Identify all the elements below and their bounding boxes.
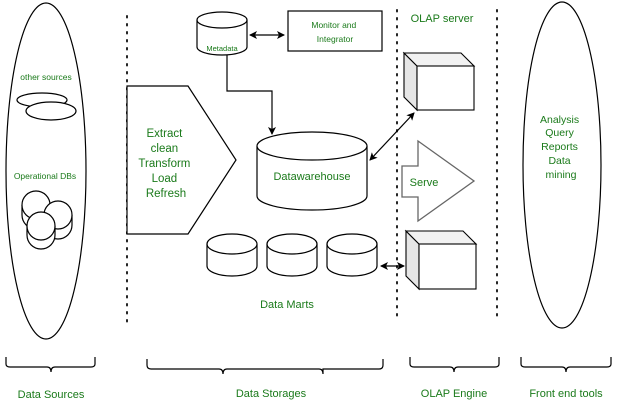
- metadata-label: Metadata: [206, 44, 238, 53]
- etl-line-refresh: Refresh: [146, 188, 186, 200]
- other-sources-label: other sources: [20, 72, 72, 82]
- data-sources-group: other sources Operational DBs: [5, 2, 87, 340]
- metadata-dw-connector: [226, 55, 276, 135]
- operational-dbs-label: Operational DBs: [14, 171, 76, 181]
- frontend-reports: Reports: [541, 141, 578, 153]
- brace-data-sources: [5, 357, 96, 373]
- data-sources-ellipse: [5, 2, 87, 340]
- other-sources-icon: [16, 92, 77, 121]
- datawarehouse: Datawarehouse: [256, 131, 368, 211]
- etl-process: Extract clean Transform Load Refresh: [126, 85, 237, 235]
- datawarehouse-label: Datawarehouse: [273, 171, 350, 183]
- svg-text:Analysis Query Rep: Analysis Query Reports Data mining: [540, 114, 582, 181]
- data-mart-1: [206, 233, 258, 277]
- front-end-ellipse: [522, 1, 602, 329]
- monitor-line-2: Integrator: [317, 34, 354, 44]
- operational-dbs-icon: [21, 190, 73, 250]
- serve-label: Serve: [410, 177, 439, 189]
- metadata-store: Metadata: [196, 11, 248, 56]
- brace-data-storages: [146, 359, 384, 375]
- data-mart-3: [326, 233, 378, 277]
- etl-line-transform: Transform: [138, 158, 190, 170]
- etl-arrow-shape: [126, 85, 237, 235]
- monitor-box: [287, 10, 383, 52]
- etl-line-load: Load: [152, 173, 178, 185]
- layer-label-data-sources: Data Sources: [18, 389, 85, 401]
- layer-label-front-end-tools: Front end tools: [529, 388, 603, 400]
- frontend-mining: mining: [546, 169, 577, 181]
- data-marts: Data Marts: [206, 233, 378, 311]
- olap-cube-bottom: [404, 229, 478, 291]
- layer-label-data-storages: Data Storages: [236, 388, 307, 400]
- svg-text:Extract clean Tran: Extract clean Transform Load Refresh: [138, 128, 193, 200]
- frontend-analysis: Analysis: [540, 114, 579, 126]
- frontend-query: Query: [545, 127, 574, 139]
- svg-text:Monitor and Integrator: Monitor and Integrator: [311, 20, 358, 44]
- olap-cube-top: [402, 51, 476, 112]
- data-mart-2: [266, 233, 318, 277]
- monitor-integrator: Monitor and Integrator: [287, 10, 383, 52]
- data-marts-label: Data Marts: [260, 299, 314, 311]
- monitor-line-1: Monitor and: [311, 20, 356, 30]
- serve-arrow: Serve: [401, 139, 476, 223]
- etl-line-extract: Extract: [147, 128, 184, 140]
- front-end-tools-group: Analysis Query Reports Data mining: [522, 1, 602, 329]
- layer-label-olap-engine: OLAP Engine: [421, 388, 487, 400]
- olap-server-label: OLAP server: [411, 13, 474, 25]
- brace-front-end-tools: [520, 357, 612, 373]
- dw-olap-connector: [369, 112, 415, 161]
- brace-olap-engine: [409, 357, 500, 373]
- etl-line-clean: clean: [151, 143, 179, 155]
- frontend-data: Data: [548, 155, 570, 167]
